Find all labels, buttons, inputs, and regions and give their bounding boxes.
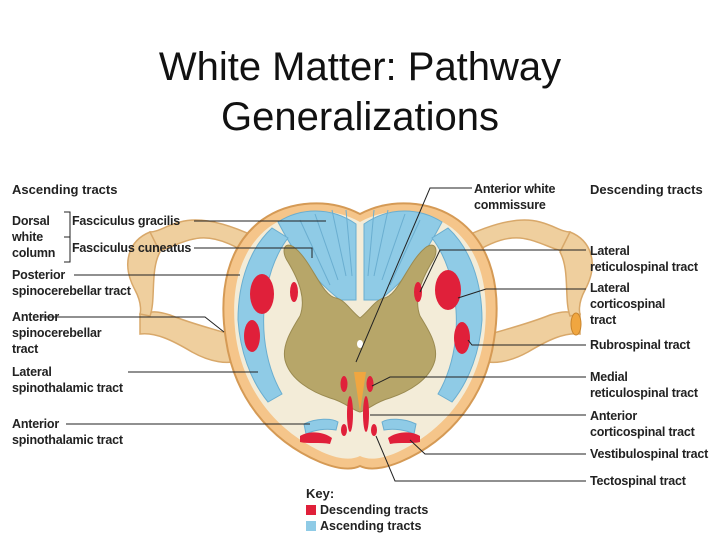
label-anterior-corticospinal: Anterior corticospinal tract	[590, 409, 695, 439]
rubrospinal-right	[454, 322, 470, 354]
lateral-corticospinal-right	[435, 270, 461, 310]
title-line-1: White Matter: Pathway	[158, 45, 562, 89]
label-anterior-spinocerebellar: Anterior spinocerebellar tract	[12, 310, 102, 356]
medial-reticulospinal-right	[366, 376, 374, 392]
ascending-swatch	[306, 521, 316, 531]
leader-lines	[40, 187, 586, 482]
label-medial-reticulospinal: Medial reticulospinal tract	[590, 370, 698, 400]
tectospinal-left	[341, 424, 347, 436]
label-lateral-spinothalamic: Lateral spinothalamic tract	[12, 365, 123, 395]
vestibulospinal-left	[300, 432, 332, 444]
ascending-header: Ascending tracts	[12, 182, 118, 197]
anterior-median-fissure	[354, 372, 366, 412]
title-line-2: Generalizations	[221, 95, 499, 139]
descending-swatch	[306, 505, 316, 515]
right-ventral-rootlets	[559, 231, 593, 317]
slide-title: White Matter: Pathway Generalizations	[0, 42, 720, 142]
anterior-corticospinal-right	[363, 396, 369, 432]
label-anterior-spinothalamic: Anterior spinothalamic tract	[12, 417, 123, 447]
label-tectospinal: Tectospinal tract	[590, 474, 686, 488]
medial-reticulospinal-left	[340, 376, 348, 392]
dorsal-column-grooves	[299, 209, 421, 286]
legend-descending: Descending tracts	[306, 502, 428, 518]
rubrospinal-left	[244, 320, 260, 352]
anterior-spinothalamic-left	[303, 418, 339, 435]
legend-ascending: Ascending tracts	[306, 518, 428, 534]
label-fasciculus-cuneatus: Fasciculus cuneatus	[72, 241, 192, 255]
label-rubrospinal: Rubrospinal tract	[590, 338, 691, 352]
anterior-corticospinal-left	[347, 396, 353, 432]
left-ventral-root	[139, 311, 241, 364]
label-fasciculus-gracilis: Fasciculus gracilis	[72, 214, 181, 228]
tectospinal-right	[371, 424, 377, 436]
legend: Key: Descending tracts Ascending tracts	[306, 486, 428, 534]
central-canal	[357, 340, 363, 348]
descending-header: Descending tracts	[590, 182, 703, 197]
legend-descending-label: Descending tracts	[320, 503, 429, 517]
label-lateral-corticospinal: Lateral corticospinal tract	[590, 281, 666, 327]
label-dorsal-white-column: Dorsal white column	[12, 214, 56, 260]
left-ventral-rootlets	[127, 231, 161, 317]
legend-title: Key:	[306, 486, 335, 501]
nerve-roots	[127, 219, 593, 364]
label-vestibulospinal: Vestibulospinal tract	[590, 447, 709, 461]
label-lateral-reticulospinal: Lateral reticulospinal tract	[590, 244, 698, 274]
lateral-reticulospinal-right	[414, 282, 422, 302]
legend-ascending-label: Ascending tracts	[320, 519, 422, 533]
lateral-reticulospinal-left	[290, 282, 298, 302]
anterior-spinothalamic-right	[381, 418, 417, 435]
descending-tracts	[244, 270, 470, 444]
label-anterior-white-commissure: Anterior white commissure	[474, 182, 556, 212]
label-posterior-spinocerebellar: Posterior spinocerebellar tract	[12, 268, 131, 298]
right-root-end	[570, 312, 582, 336]
lateral-corticospinal-left	[250, 274, 274, 314]
vestibulospinal-right	[388, 432, 420, 444]
